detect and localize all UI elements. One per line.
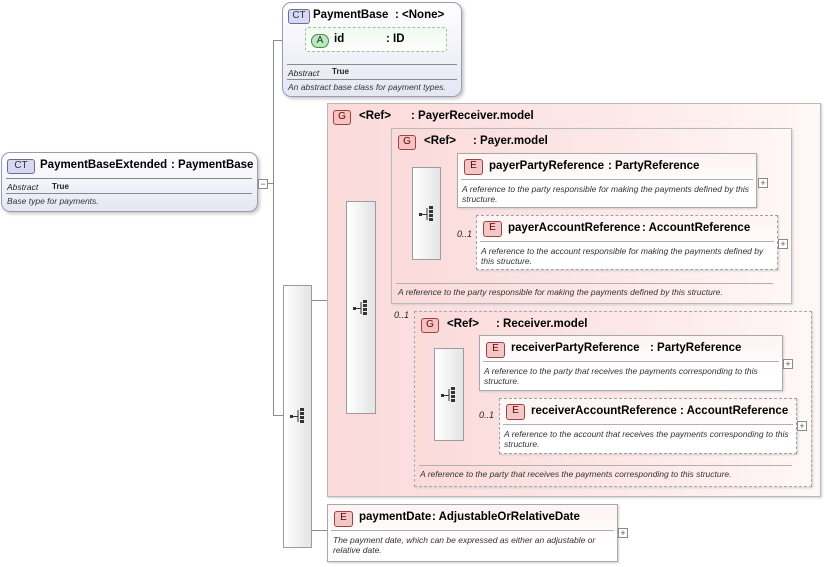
element-name: payerPartyReference <box>489 160 605 172</box>
separator <box>396 283 773 284</box>
element-doc: A reference to the account that receives… <box>504 429 789 449</box>
connector <box>273 40 274 415</box>
complex-type-badge: CT <box>288 9 310 24</box>
separator <box>461 179 753 180</box>
separator <box>480 241 774 242</box>
connector <box>312 530 327 531</box>
element-badge: E <box>483 221 502 237</box>
group-doc: A reference to the party that receives t… <box>420 469 732 479</box>
element-payer-account-reference[interactable]: E payerAccountReference : AccountReferen… <box>476 215 778 270</box>
element-badge: E <box>506 404 525 420</box>
abstract-label: Abstract <box>7 182 39 192</box>
expand-toggle[interactable]: + <box>778 239 788 249</box>
base-name: PaymentBase <box>313 9 389 21</box>
abstract-label: Abstract <box>288 68 320 78</box>
group-badge: G <box>398 135 416 150</box>
sequence-icon <box>353 300 367 315</box>
root-doc: Base type for payments. <box>7 196 99 206</box>
element-type: : AccountReference <box>642 222 751 234</box>
group-ref: <Ref> <box>424 135 456 147</box>
expand-toggle[interactable]: + <box>783 359 793 369</box>
element-type: : PartyReference <box>608 160 700 172</box>
separator <box>287 79 457 80</box>
expand-toggle[interactable]: + <box>618 528 628 538</box>
sequence-icon <box>419 206 433 221</box>
element-type: : AdjustableOrRelativeDate <box>432 511 580 523</box>
element-name: paymentDate <box>359 511 432 523</box>
attribute-type: : ID <box>386 33 405 45</box>
element-payer-party-reference[interactable]: E payerPartyReference : PartyReference A… <box>457 153 757 208</box>
element-badge: E <box>486 342 505 358</box>
abstract-value: True <box>332 67 349 76</box>
expand-toggle[interactable]: + <box>797 421 807 431</box>
element-type: : PartyReference <box>650 342 742 354</box>
complex-type-badge: CT <box>7 159 35 174</box>
element-name: receiverPartyReference <box>511 342 640 354</box>
element-doc: The payment date, which can be expressed… <box>333 535 596 555</box>
group-badge: G <box>421 318 439 333</box>
root-name: PaymentBaseExtended <box>40 159 168 171</box>
base-complex-type[interactable]: CT PaymentBase : <None> A id : ID Abstra… <box>282 2 462 97</box>
element-receiver-account-reference[interactable]: E receiverAccountReference : AccountRefe… <box>499 398 797 454</box>
element-doc: A reference to the party that receives t… <box>484 366 758 386</box>
group-ref: <Ref> <box>359 110 391 122</box>
element-type: : AccountReference <box>680 405 789 417</box>
element-name: receiverAccountReference <box>531 405 677 417</box>
separator <box>6 193 252 194</box>
sequence-compositor[interactable] <box>283 285 312 548</box>
separator <box>483 361 779 362</box>
element-payment-date[interactable]: E paymentDate : AdjustableOrRelativeDate… <box>327 504 618 562</box>
element-badge: E <box>464 159 483 175</box>
group-name: : Receiver.model <box>496 318 588 330</box>
connector <box>312 300 327 301</box>
occurrence-label: 0..1 <box>457 229 473 239</box>
separator <box>331 530 614 531</box>
root-complex-type[interactable]: CT PaymentBaseExtended : PaymentBase Abs… <box>1 152 258 212</box>
abstract-value: True <box>52 182 69 191</box>
attribute-badge: A <box>311 34 329 48</box>
sequence-icon <box>290 408 304 423</box>
collapse-toggle[interactable]: − <box>258 179 268 189</box>
occurrence-label: 0..1 <box>394 310 410 320</box>
element-doc: A reference to the party responsible for… <box>462 184 749 204</box>
sequence-compositor[interactable] <box>346 201 376 414</box>
sequence-icon <box>441 387 455 402</box>
occurrence-label: 0..1 <box>479 410 495 420</box>
group-ref: <Ref> <box>447 318 479 330</box>
sequence-compositor[interactable] <box>434 348 464 441</box>
attribute-name: id <box>334 33 345 45</box>
element-receiver-party-reference[interactable]: E receiverPartyReference : PartyReferenc… <box>479 335 783 391</box>
separator <box>287 64 457 65</box>
base-type: : <None> <box>395 9 445 21</box>
root-type: : PaymentBase <box>171 159 254 171</box>
expand-toggle[interactable]: + <box>758 178 768 188</box>
separator <box>6 178 252 179</box>
element-name: payerAccountReference <box>508 222 641 234</box>
connector <box>273 40 283 41</box>
base-doc: An abstract base class for payment types… <box>288 82 446 92</box>
element-badge: E <box>334 511 353 527</box>
attribute-id[interactable]: A id : ID <box>305 27 447 52</box>
sequence-compositor[interactable] <box>412 167 441 260</box>
group-name: : PayerReceiver.model <box>411 110 534 122</box>
group-badge: G <box>333 110 351 125</box>
element-doc: A reference to the account responsible f… <box>481 246 764 266</box>
group-name: : Payer.model <box>473 135 548 147</box>
group-doc: A reference to the party responsible for… <box>398 287 723 297</box>
separator <box>419 465 792 466</box>
connector <box>273 415 283 416</box>
separator <box>503 424 793 425</box>
